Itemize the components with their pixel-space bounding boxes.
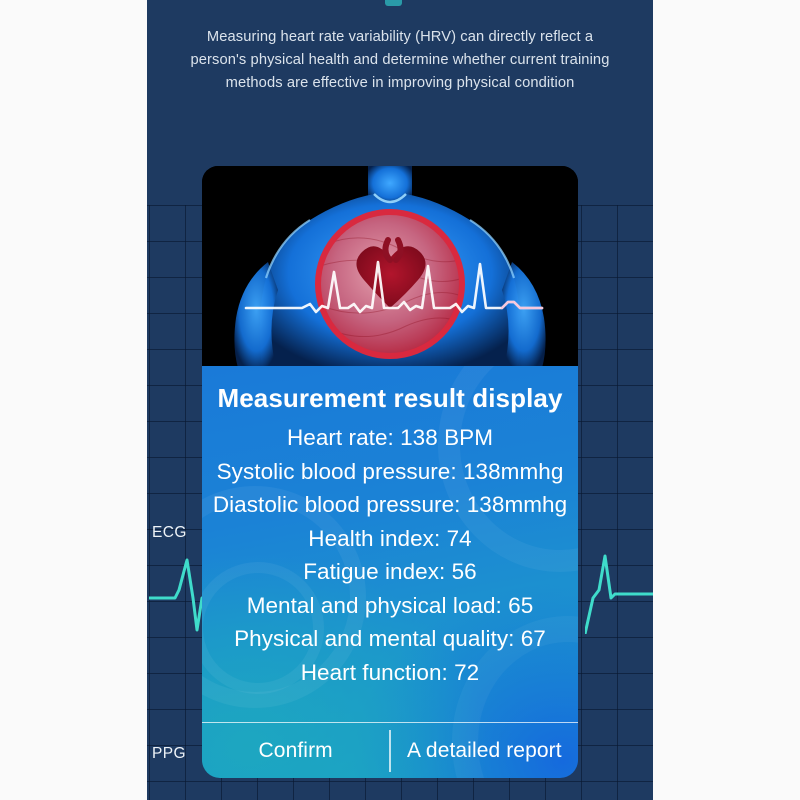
action-divider <box>389 729 391 772</box>
metric-fatigue-index: Fatigue index: 56 <box>303 559 477 584</box>
metric-physical-and-mental-quality: Physical and mental quality: 67 <box>234 626 546 651</box>
medical-illustration <box>202 166 578 368</box>
detailed-report-button[interactable]: A detailed report <box>407 739 562 762</box>
top-accent-nub <box>385 0 402 6</box>
device-screen: Measuring heart rate variability (HRV) c… <box>147 0 653 800</box>
ecg-waveform-right <box>585 538 653 634</box>
result-content: Measurement result display Heart rate: 1… <box>202 366 578 689</box>
metric-mental-and-physical-load: Mental and physical load: 65 <box>246 592 534 618</box>
metric-heart-function: Heart function: 72 <box>300 659 480 685</box>
action-bar: Confirm A detailed report <box>202 722 578 778</box>
measurement-result-panel: Measurement result display Heart rate: 1… <box>202 366 578 778</box>
label-ppg: PPG <box>152 745 186 762</box>
decorative-swirl <box>202 562 324 694</box>
metric-systolic-blood-pressure: Systolic blood pressure: 138mmhg <box>216 458 564 484</box>
metric-heart-rate: Heart rate: 138 BPM <box>286 425 494 450</box>
confirm-button[interactable]: Confirm <box>258 739 333 762</box>
label-ecg: ECG <box>152 524 187 541</box>
metric-diastolic-blood-pressure: Diastolic blood pressure: 138mmhg <box>212 492 568 517</box>
panel-title: Measurement result display <box>217 383 563 413</box>
metric-health-index: Health index: 74 <box>308 525 472 551</box>
intro-paragraph: Measuring heart rate variability (HRV) c… <box>190 29 610 91</box>
